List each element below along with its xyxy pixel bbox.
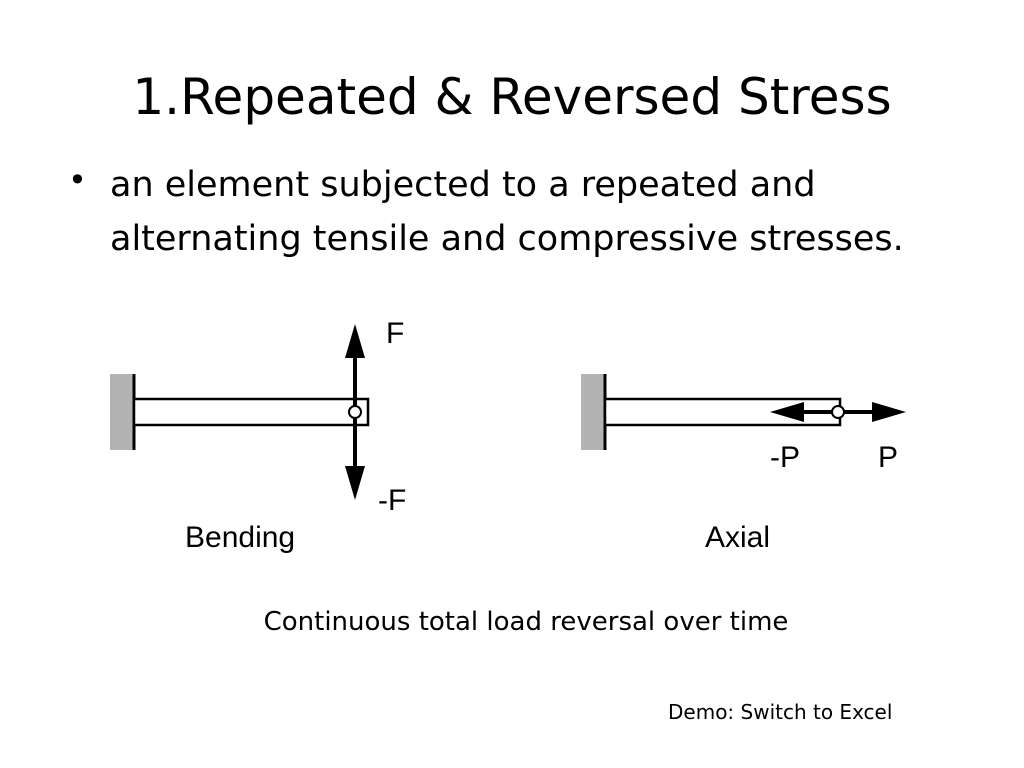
bending-caption: Bending	[185, 521, 295, 554]
force-down-label: -F	[378, 484, 406, 517]
force-down-arrowhead	[345, 466, 365, 500]
figure-caption: Continuous total load reversal over time	[263, 607, 789, 637]
axial-diagram: -P P Axial	[581, 374, 906, 554]
axial-load-point	[831, 405, 845, 419]
bending-diagram: F -F Bending	[110, 317, 406, 554]
slide-title: 1.Repeated & Reversed Stress	[132, 68, 892, 126]
stress-figure: F -F Bending -P P Axial	[110, 317, 906, 554]
bending-wall-support	[110, 374, 134, 450]
bending-load-point	[348, 405, 362, 419]
demo-note: Demo: Switch to Excel	[668, 700, 893, 724]
force-left-arrowhead	[770, 402, 804, 422]
bending-beam	[132, 397, 370, 427]
axial-wall-support	[581, 374, 605, 450]
force-up-arrowhead	[345, 324, 365, 358]
force-right-arrowhead	[872, 402, 906, 422]
bullet-marker: •	[68, 161, 87, 199]
bullet-text: an element subjected to a repeated and a…	[110, 165, 904, 259]
force-right-label: P	[878, 441, 898, 474]
axial-caption: Axial	[705, 521, 770, 554]
force-up-label: F	[386, 317, 404, 350]
force-left-label: -P	[770, 441, 800, 474]
